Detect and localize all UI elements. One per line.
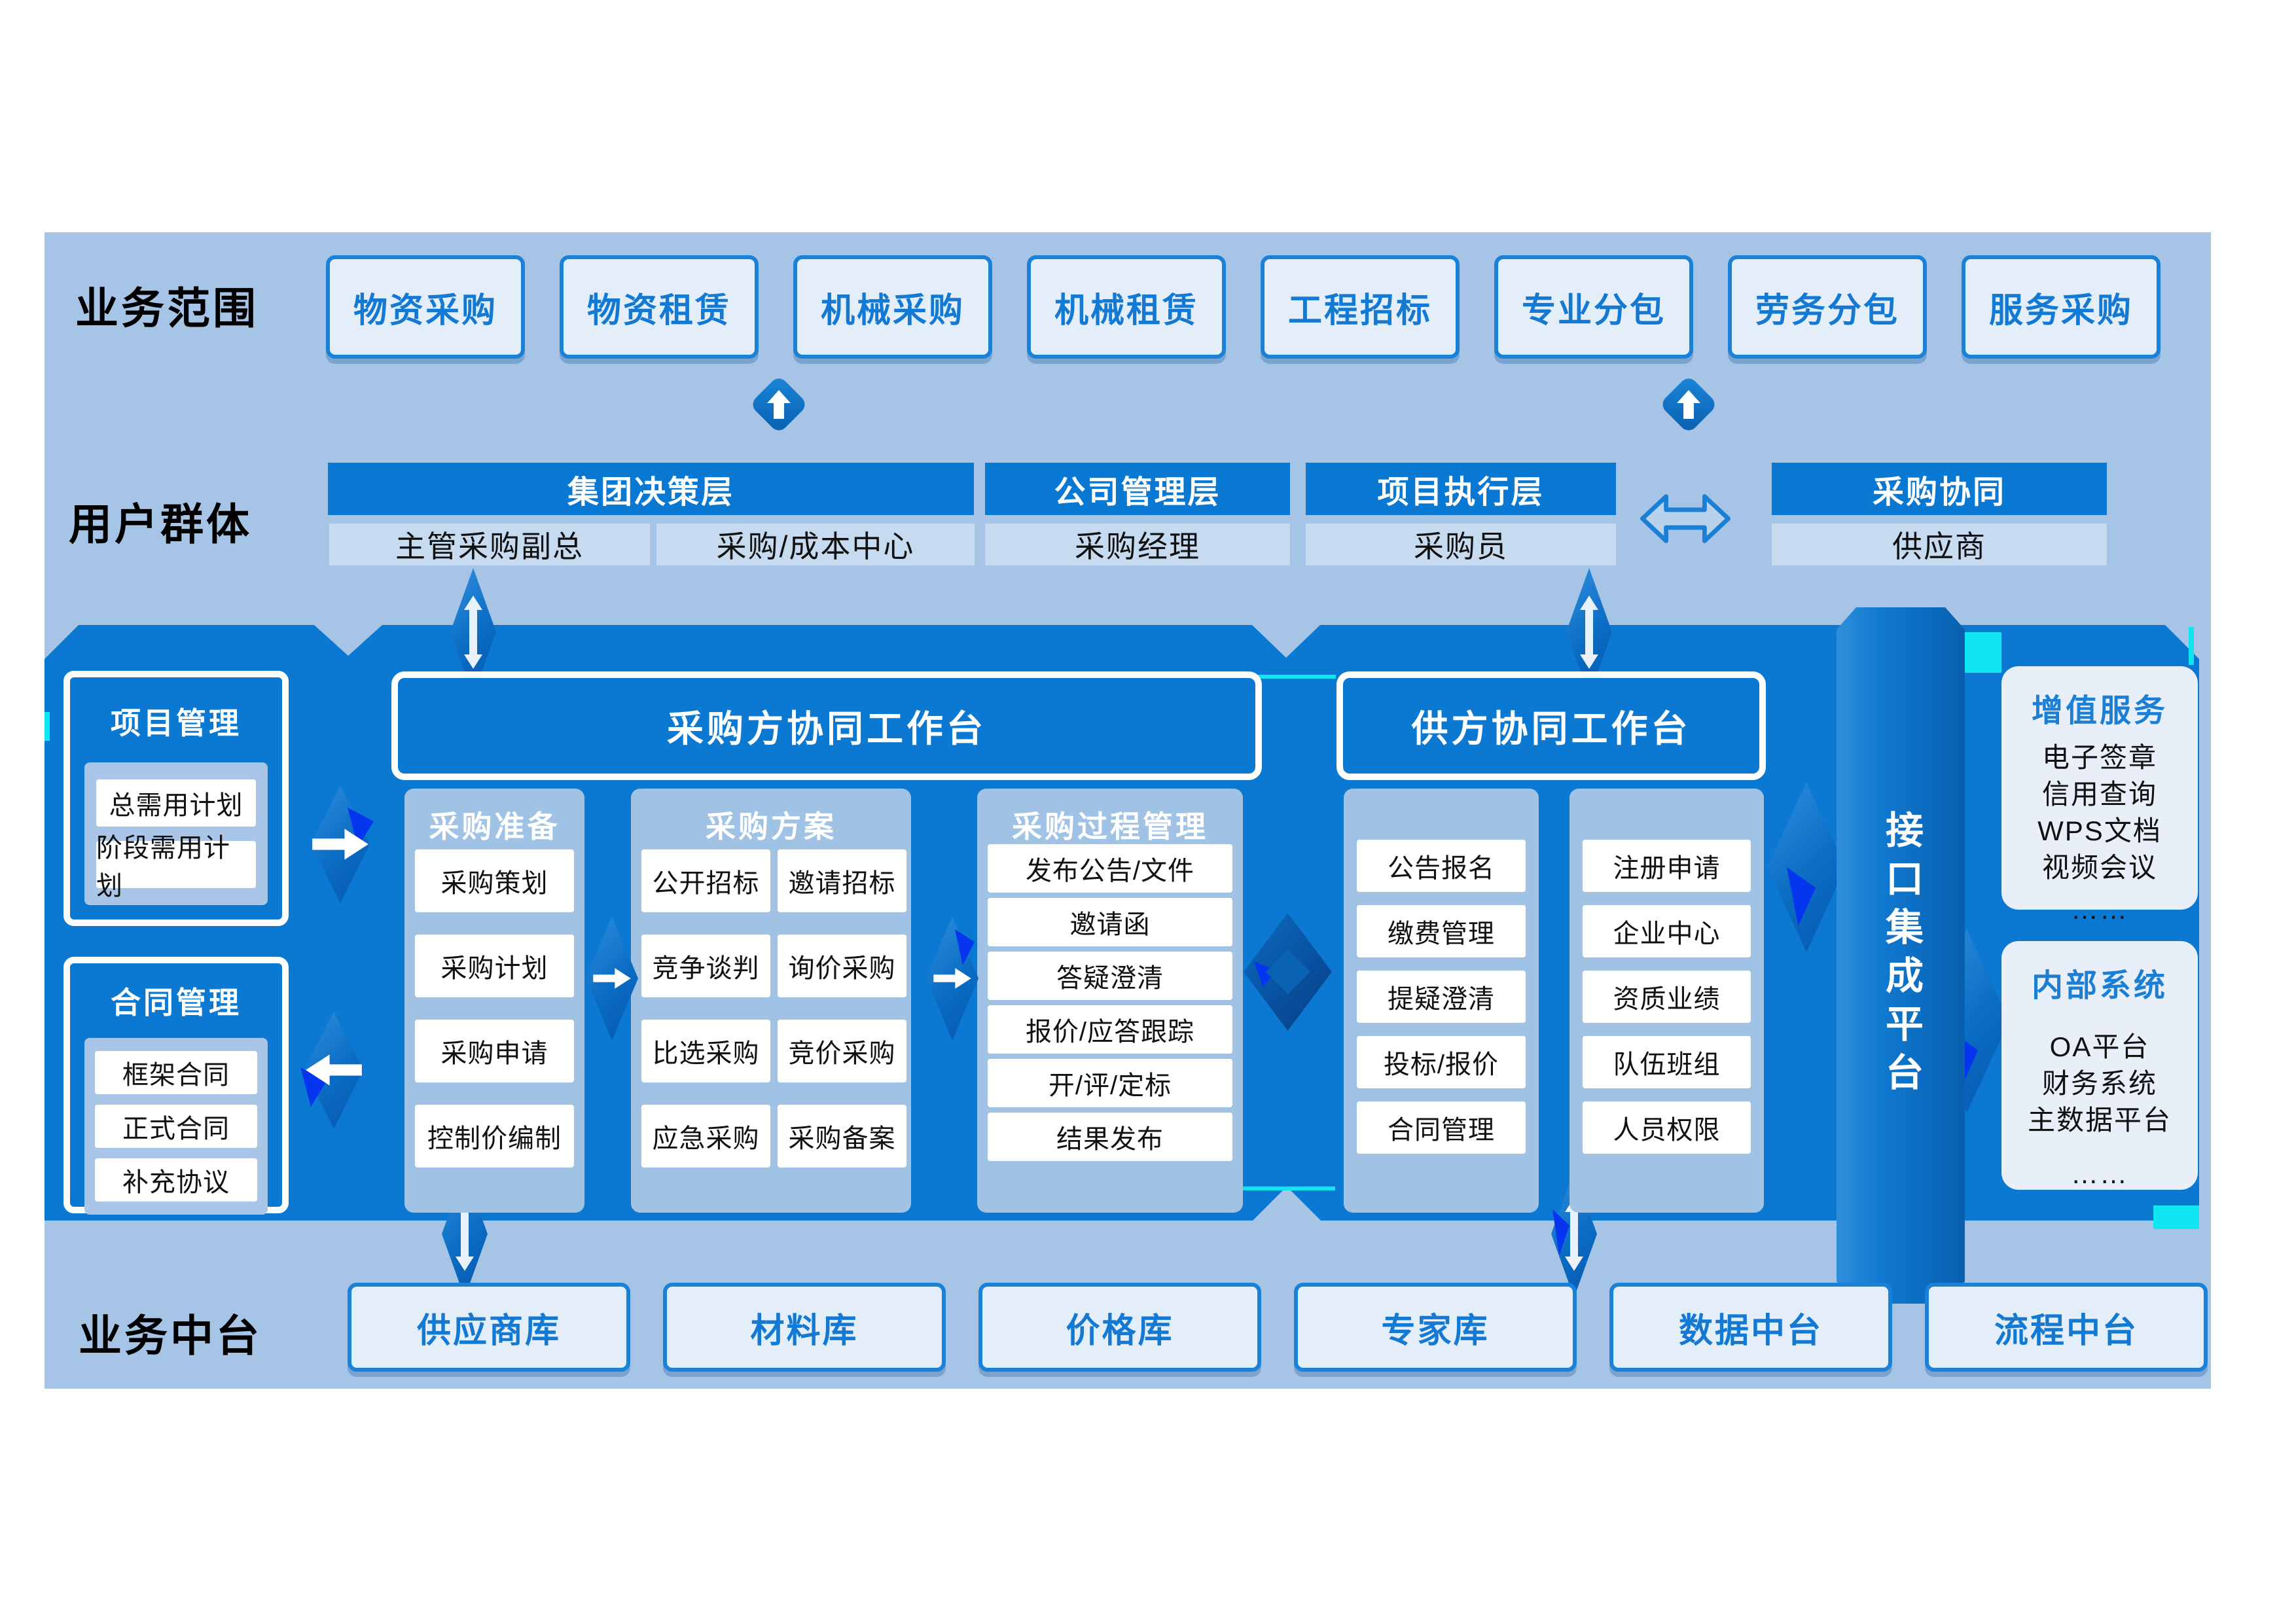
scheme-cell: 竞价采购 [778,1020,906,1082]
left-arrow-icon [291,1011,376,1129]
pillar-glitch-diamond [1767,782,1846,952]
scheme-cell: 竞争谈判 [641,935,770,997]
process-cell: 结果发布 [988,1113,1232,1161]
contract-mgmt-box: 合同管理 框架合同 正式合同 补充协议 [63,957,289,1215]
value-added-item: 信用查询 [2041,779,2157,810]
process-cell: 开/评/定标 [988,1059,1232,1107]
scheme-cell: 比选采购 [641,1020,770,1082]
group-header-company: 公司管理层 [985,463,1290,515]
middle-button-price-library: 价格库 [978,1283,1261,1372]
contract-mgmt-item: 补充协议 [95,1158,257,1202]
prep-cell: 采购策划 [415,849,574,912]
glitch-artifact [1242,1186,1335,1190]
right-arrow-icon [298,785,383,903]
internal-system-item: …… [2071,1158,2128,1189]
middle-button-supplier-library: 供应商库 [348,1283,630,1372]
process-cell: 报价/应答跟踪 [988,1005,1232,1054]
right-arrow-icon [586,916,638,1041]
role-cost-center: 采购/成本中心 [656,524,975,565]
scheme-cell: 公开招标 [641,849,770,912]
supplier-cell: 注册申请 [1583,840,1751,892]
up-arrow-icon [749,374,809,435]
process-cell: 答疑澄清 [988,952,1232,1000]
buyer-workbench-header: 采购方协同工作台 [391,671,1262,780]
scheme-cell: 应急采购 [641,1105,770,1168]
value-added-item: 电子签章 [2041,742,2157,773]
internal-systems-title: 内部系统 [2031,969,2168,1003]
scope-button-professional-subcontract: 专业分包 [1494,255,1693,359]
scope-button-machinery-lease: 机械租赁 [1027,255,1226,359]
project-mgmt-item: 阶段需用计划 [96,834,256,901]
contract-mgmt-title: 合同管理 [111,986,242,1020]
supplier-cell: 提疑澄清 [1357,971,1526,1023]
scope-button-project-tender: 工程招标 [1261,255,1460,359]
supplier-cell: 公告报名 [1357,840,1526,892]
project-mgmt-item: 总需用计划 [96,779,256,827]
scope-button-material-lease: 物资租赁 [560,255,759,359]
contract-mgmt-item: 框架合同 [95,1051,257,1094]
glitch-artifact [1239,675,1336,679]
supplier-workbench-header: 供方协同工作台 [1336,671,1766,780]
supplier-cell: 企业中心 [1583,905,1751,957]
process-cell: 邀请函 [988,898,1232,946]
scope-button-machinery-procurement: 机械采购 [793,255,992,359]
group-header-project: 项目执行层 [1306,463,1616,515]
supplier-cell: 缴费管理 [1357,905,1526,957]
role-supplier: 供应商 [1772,524,2107,565]
role-buyer: 采购员 [1306,524,1616,565]
value-added-item: WPS文档 [2037,815,2162,846]
internal-system-item: 主数据平台 [2027,1105,2172,1135]
group-header-decision: 集团决策层 [328,463,974,515]
internal-systems-box: 内部系统 OA平台 财务系统 主数据平台 …… [2001,941,2198,1190]
scope-button-material-procurement: 物资采购 [326,255,525,359]
supplier-cell: 资质业绩 [1583,971,1751,1023]
internal-system-item: 财务系统 [2041,1068,2157,1099]
supplier-cell: 投标/报价 [1357,1036,1526,1088]
glitch-artifact [45,712,50,741]
role-vp-procurement: 主管采购副总 [329,524,650,565]
swap-arrow-icon [1640,488,1731,550]
scope-button-labor-subcontract: 劳务分包 [1728,255,1927,359]
contract-mgmt-item: 正式合同 [95,1105,257,1148]
row-label-user-groups: 用户群体 [69,500,252,548]
project-mgmt-box: 项目管理 总需用计划 阶段需用计划 [63,671,289,926]
panel-title: 采购过程管理 [1012,810,1208,844]
right-arrow-icon [926,916,978,1041]
supplier-cell: 合同管理 [1357,1101,1526,1154]
integration-pillar: 接口集成平台 [1837,607,1965,1304]
row-label-business-scope: 业务范围 [75,284,259,332]
value-added-item: 视频会议 [2041,852,2157,883]
supplier-cell: 人员权限 [1583,1101,1751,1154]
middle-button-data-platform: 数据中台 [1609,1283,1892,1372]
role-procurement-manager: 采购经理 [985,524,1290,565]
project-mgmt-title: 项目管理 [111,706,242,740]
prep-cell: 采购申请 [415,1020,574,1082]
middle-button-material-library: 材料库 [663,1283,946,1372]
glitch-artifact [2153,1205,2199,1229]
value-added-item: …… [2071,894,2128,925]
integration-pillar-label: 接口集成平台 [1880,810,1922,1101]
internal-system-item: OA平台 [2049,1031,2150,1062]
supplier-cell: 队伍班组 [1583,1036,1751,1088]
value-added-services-box: 增值服务 电子签章 信用查询 WPS文档 视频会议 …… [2001,666,2198,925]
middle-button-expert-library: 专家库 [1294,1283,1577,1372]
row-label-business-middle: 业务中台 [79,1311,262,1360]
scheme-cell: 邀请招标 [778,849,906,912]
group-header-collaboration: 采购协同 [1772,463,2107,515]
panel-title: 采购准备 [429,810,560,844]
middle-button-process-platform: 流程中台 [1925,1283,2208,1372]
scheme-cell: 采购备案 [778,1105,906,1168]
scheme-cell: 询价采购 [778,935,906,997]
glitch-artifact [2189,627,2194,665]
process-cell: 发布公告/文件 [988,844,1232,893]
prep-cell: 采购计划 [415,935,574,997]
glitch-artifact [1965,632,2001,673]
panel-title: 采购方案 [706,810,836,844]
prep-cell: 控制价编制 [415,1105,574,1168]
seam-arrow-icon [1244,913,1332,1031]
up-arrow-icon [1659,374,1719,435]
value-added-title: 增值服务 [2031,694,2168,728]
scope-button-service-procurement: 服务采购 [1962,255,2161,359]
